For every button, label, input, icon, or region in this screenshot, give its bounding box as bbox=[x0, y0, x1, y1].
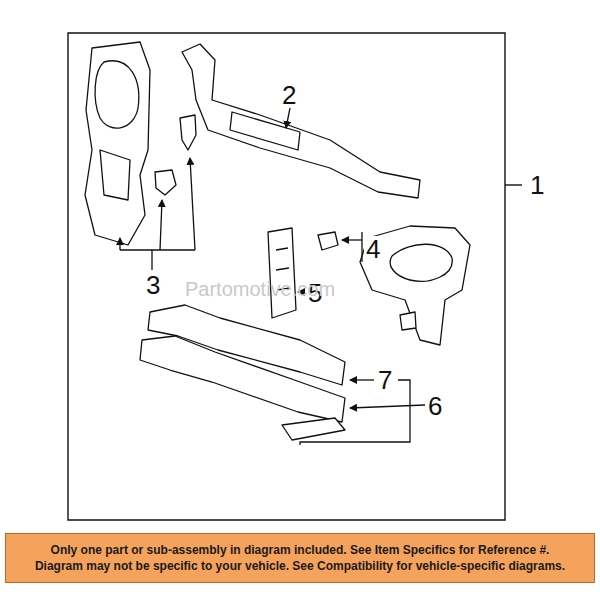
notice-banner: Only one part or sub-assembly in diagram… bbox=[5, 533, 595, 583]
leader-3 bbox=[160, 200, 162, 250]
callout-number: 2 bbox=[280, 82, 298, 108]
left-bracket-hole bbox=[95, 61, 139, 128]
leader-1 bbox=[505, 184, 522, 185]
notice-text: Only one part or sub-assembly in diagram… bbox=[51, 542, 550, 558]
right-bracket-hole bbox=[390, 244, 452, 281]
upper-tie-bar bbox=[182, 44, 420, 198]
frame bbox=[68, 33, 505, 520]
leader-7 bbox=[350, 379, 374, 380]
lower-tie-bar-lower bbox=[140, 336, 345, 422]
leader-4 bbox=[342, 239, 362, 240]
leader-3 bbox=[119, 238, 120, 250]
callout-number: 6 bbox=[426, 393, 444, 419]
bracket-4 bbox=[361, 232, 362, 262]
callout-number: 7 bbox=[376, 367, 394, 393]
tie-bar-rib bbox=[230, 112, 300, 150]
clip bbox=[180, 115, 196, 150]
right-bracket bbox=[360, 226, 470, 345]
clip bbox=[155, 170, 176, 195]
watermark: Partomotive.com bbox=[185, 278, 335, 300]
callout-number: 3 bbox=[144, 272, 162, 298]
callout-number: 1 bbox=[528, 172, 546, 198]
leader-2 bbox=[286, 108, 290, 128]
callout-number: 4 bbox=[364, 236, 382, 262]
left-bracket bbox=[85, 42, 150, 245]
leader-6 bbox=[350, 405, 425, 408]
bracket-3 bbox=[120, 249, 195, 250]
small-plate bbox=[282, 418, 345, 440]
center-bracket bbox=[268, 228, 296, 318]
clip bbox=[318, 232, 338, 250]
notice-text: Diagram may not be specific to your vehi… bbox=[35, 558, 565, 574]
left-bracket-web bbox=[100, 150, 130, 200]
right-bracket-tab bbox=[400, 312, 416, 330]
leader-3 bbox=[151, 250, 152, 270]
leader-3 bbox=[190, 158, 195, 250]
